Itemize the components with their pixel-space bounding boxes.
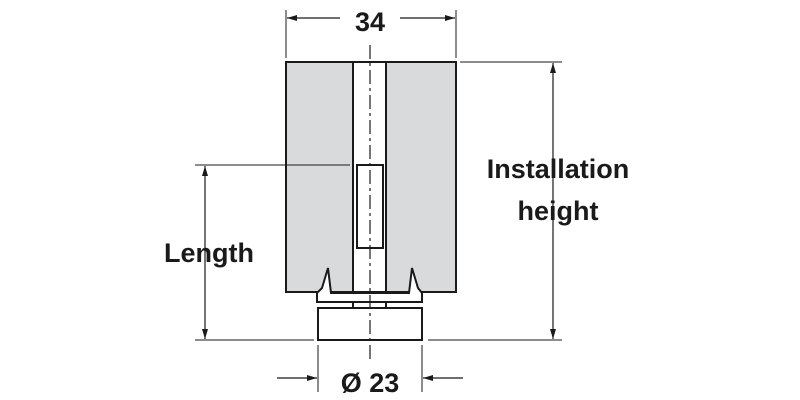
diameter-label: Ø 23 [341, 368, 400, 398]
base-plate [316, 267, 423, 303]
body-right [385, 61, 457, 293]
width-label: 34 [355, 7, 385, 37]
installation-height-label-line2: height [518, 196, 599, 226]
body-left [285, 61, 354, 293]
installation-height-label-line1: Installation [487, 154, 630, 184]
length-label: Length [164, 238, 254, 268]
